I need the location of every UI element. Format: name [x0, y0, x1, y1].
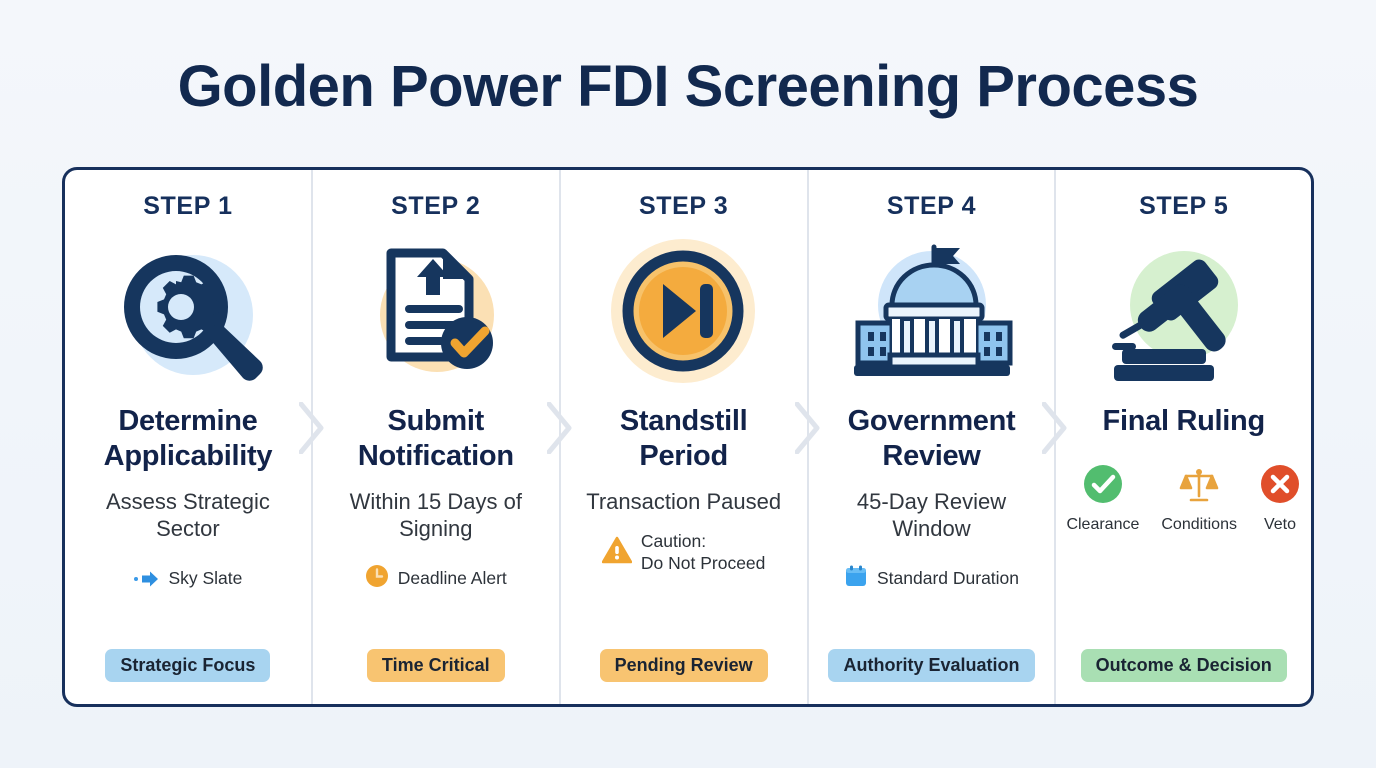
step-meta-text-3: Caution: Do Not Proceed [640, 531, 766, 573]
gavel-icon [1066, 229, 1301, 394]
scales-icon [1178, 463, 1220, 510]
outcome-label-clearance: Clearance [1066, 515, 1140, 533]
step-card-3[interactable]: STEP 3 Standstill Period Transaction Pau… [546, 170, 807, 704]
step-badge-3[interactable]: Pending Review [599, 649, 768, 682]
step-card-4[interactable]: STEP 4 [794, 170, 1055, 704]
step-subtitle-4: 45-Day Review Window [856, 488, 1007, 542]
outcome-clearance[interactable]: Clearance [1066, 463, 1139, 534]
magnifier-gear-icon [75, 229, 301, 394]
step-title-3: Standstill Period [619, 405, 748, 472]
x-circle-icon [1259, 463, 1301, 510]
step-label-4: STEP 4 [886, 192, 977, 220]
step-card-5[interactable]: STEP 5 Final Ruling [1042, 170, 1311, 704]
outcomes-row: Clearance [1066, 463, 1301, 534]
step-badge-5[interactable]: Outcome & Decision [1080, 649, 1287, 682]
step-card-1[interactable]: STEP 1 Determine Applicability Assess St… [65, 170, 311, 704]
step-subtitle-2: Within 15 Days of Signing [349, 488, 522, 542]
blue-arrow-icon [133, 569, 159, 589]
step-title-1: Determine Applicability [103, 405, 273, 472]
step-meta-2: Deadline Alert [365, 559, 507, 599]
step-title-5: Final Ruling [1102, 405, 1266, 437]
step-label-2: STEP 2 [391, 192, 481, 220]
step-badge-1[interactable]: Strategic Focus [105, 649, 271, 682]
step-title-4: Government Review [847, 405, 1016, 472]
pause-skip-icon [571, 229, 797, 394]
clock-icon [365, 564, 389, 593]
step-card-2[interactable]: STEP 2 Submit Notification Within 15 Day… [298, 170, 559, 704]
warning-triangle-icon [601, 536, 633, 569]
step-meta-1: Sky Slate [133, 559, 242, 599]
step-label-3: STEP 3 [639, 192, 729, 220]
step-subtitle-1: Assess Strategic Sector [106, 488, 270, 542]
step-meta-text-1: Sky Slate [168, 567, 243, 588]
step-meta-text-2: Deadline Alert [397, 567, 507, 588]
outcome-veto[interactable]: Veto [1259, 463, 1301, 534]
step-label-5: STEP 5 [1139, 192, 1229, 220]
government-building-icon [819, 229, 1045, 394]
page-title: Golden Power FDI Screening Process [177, 54, 1199, 119]
step-badge-2[interactable]: Time Critical [366, 649, 505, 682]
outcome-label-veto: Veto [1263, 515, 1296, 533]
step-subtitle-3: Transaction Paused [586, 488, 782, 514]
document-upload-check-icon [323, 229, 549, 394]
outcome-label-conditions: Conditions [1161, 515, 1237, 533]
step-badge-4[interactable]: Authority Evaluation [828, 649, 1035, 682]
step-meta-4: Standard Duration [844, 559, 1019, 599]
step-meta-text-4: Standard Duration [876, 567, 1020, 588]
step-title-2: Submit Notification [357, 405, 514, 472]
step-meta-3: Caution: Do Not Proceed [601, 531, 766, 575]
process-steps-container: STEP 1 Determine Applicability Assess St… [62, 167, 1314, 707]
check-circle-icon [1082, 463, 1124, 510]
step-label-1: STEP 1 [143, 192, 233, 220]
outcome-conditions[interactable]: Conditions [1161, 463, 1237, 534]
calendar-icon [844, 564, 868, 593]
